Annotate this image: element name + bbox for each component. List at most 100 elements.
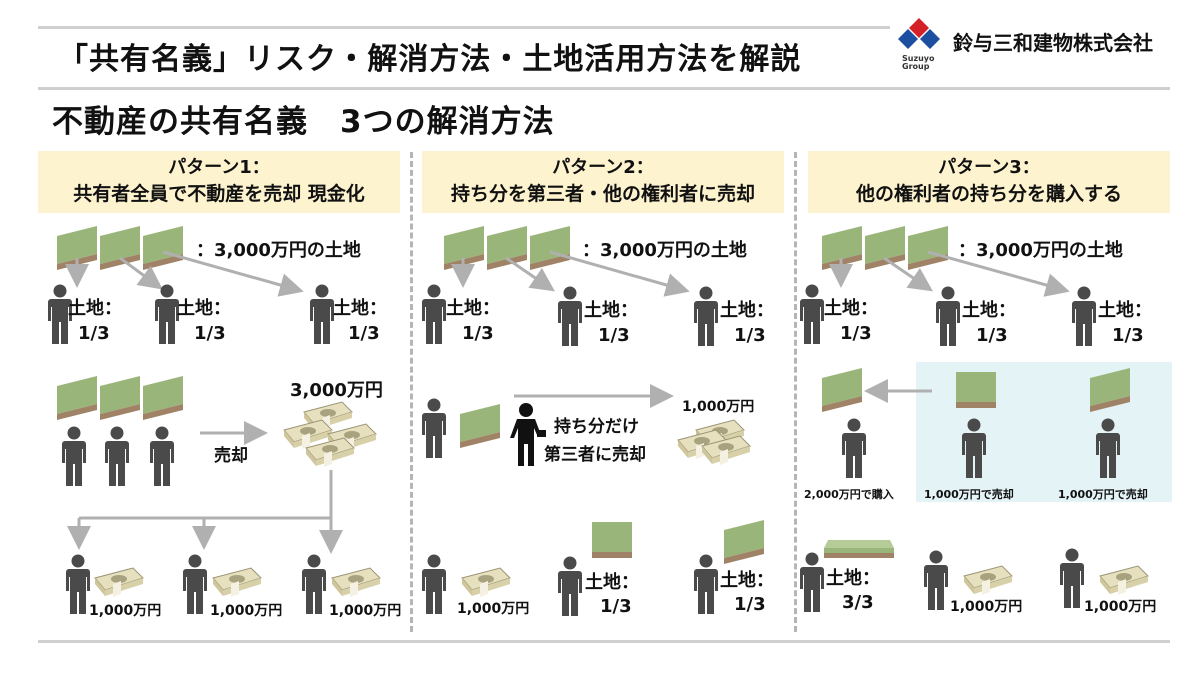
pattern2-title: パターン2： bbox=[552, 157, 654, 178]
p3-seller-c-amount: 1,000万円 bbox=[1084, 599, 1157, 615]
p3-owner-c-icon bbox=[1072, 286, 1096, 346]
p1-sale-price: 3,000万円 bbox=[290, 380, 383, 401]
divider-1-2 bbox=[410, 152, 413, 632]
p1-owner-c-icon bbox=[310, 284, 334, 344]
p1-share-c-value: 1/3 bbox=[348, 323, 380, 344]
p1-share-arrows bbox=[65, 250, 304, 297]
p3-purchase-arrow bbox=[864, 379, 932, 403]
p3-share-b-label: 土地： bbox=[962, 300, 1016, 321]
p1-heir-a-icon bbox=[66, 554, 90, 614]
p3-buyer-share-label: 土地： bbox=[826, 568, 880, 589]
p3-full-land-icon bbox=[824, 540, 894, 558]
p2-share-piece-icon bbox=[460, 404, 500, 448]
p2-other-share-label: 土地： bbox=[720, 570, 774, 591]
p1-heir-c-amount: 1,000万円 bbox=[329, 603, 402, 619]
p2-seller-amount: 1,000万円 bbox=[457, 601, 530, 617]
p3-owner-b-icon bbox=[936, 286, 960, 346]
p3-buyer-result-icon bbox=[800, 552, 824, 612]
p2-action-line2: 第三者に売却 bbox=[544, 445, 646, 465]
p3-share-arrows bbox=[829, 250, 1070, 297]
p2-share-arrows bbox=[451, 250, 690, 297]
p2-share-b-value: 1/3 bbox=[598, 325, 630, 346]
pattern2-header: パターン2： 持ち分を第三者・他の権利者に売却 bbox=[422, 151, 784, 213]
header-mid-rule bbox=[38, 87, 1170, 90]
p3-share-c-value: 1/3 bbox=[1112, 325, 1144, 346]
p2-owner-c-icon bbox=[694, 286, 718, 346]
p2-owner-a-icon bbox=[422, 284, 446, 344]
footer-rule bbox=[38, 640, 1170, 643]
p3-owner-a-icon bbox=[800, 284, 824, 344]
p2-other-piece-icon bbox=[724, 520, 764, 564]
p3-share-a-value: 1/3 bbox=[840, 323, 872, 344]
p2-share-a-label: 土地： bbox=[446, 298, 500, 319]
pattern1-desc: 共有者全員で不動産を売却 現金化 bbox=[73, 183, 365, 205]
p1-distribution-arrows bbox=[67, 470, 343, 554]
p2-share-b-label: 土地： bbox=[584, 300, 638, 321]
p2-cash-pile-icon bbox=[677, 419, 751, 466]
pattern3-header: パターン3： 他の権利者の持ち分を購入する bbox=[808, 151, 1170, 213]
company-logo-icon bbox=[898, 18, 940, 49]
p2-share-c-label: 土地： bbox=[720, 300, 774, 321]
pattern2-desc: 持ち分を第三者・他の権利者に売却 bbox=[450, 183, 755, 205]
p1-heir-a-amount: 1,000万円 bbox=[89, 603, 162, 619]
p2-other-result-icon bbox=[694, 554, 718, 614]
p2-buyer-result-icon bbox=[558, 556, 582, 616]
pattern3-title: パターン3： bbox=[938, 157, 1040, 178]
p2-share-a-value: 1/3 bbox=[462, 323, 494, 344]
p3-seller-c-cash-icon bbox=[1099, 565, 1149, 596]
p1-sale-action: 売却 bbox=[214, 446, 248, 466]
p3-share-a-label: 土地： bbox=[824, 298, 878, 319]
p2-third-party-icon bbox=[510, 403, 546, 466]
p3-seller-c-piece-icon bbox=[1090, 368, 1130, 412]
pattern1-title: パターン1： bbox=[168, 157, 270, 178]
p1-owner-b-icon bbox=[155, 284, 179, 344]
p1-heir-c-cash-icon bbox=[331, 567, 381, 598]
p1-heir-b-cash-icon bbox=[212, 567, 262, 598]
pattern1-header: パターン1： 共有者全員で不動産を売却 現金化 bbox=[38, 151, 400, 213]
p3-buyer-piece-icon bbox=[822, 368, 862, 412]
p3-seller-b-slab-icon bbox=[956, 372, 996, 408]
divider-2-3 bbox=[794, 152, 797, 632]
p1-share-c-label: 土地： bbox=[333, 298, 387, 319]
p3-seller-c-result-icon bbox=[1060, 548, 1084, 608]
group-line1: Suzuyo bbox=[902, 54, 935, 63]
p2-sale-arrow bbox=[514, 384, 674, 408]
p1-cash-pile-icon bbox=[283, 401, 377, 468]
pattern3-desc: 他の権利者の持ち分を購入する bbox=[855, 183, 1122, 205]
p2-buyer-share-label: 土地： bbox=[585, 572, 639, 593]
p2-sale-price: 1,000万円 bbox=[682, 399, 755, 415]
p1-land-label: ：3,000万円の土地 bbox=[196, 240, 361, 261]
p3-sell-b-label: 1,000万円で売却 bbox=[924, 488, 1014, 501]
p2-action-line1: 持ち分だけ bbox=[554, 417, 639, 437]
header-top-rule bbox=[38, 26, 890, 29]
p2-seller-icon bbox=[422, 398, 446, 458]
p3-land-label: ：3,000万円の土地 bbox=[958, 240, 1123, 261]
p1-share-a-value: 1/3 bbox=[78, 323, 110, 344]
p1-share-b-value: 1/3 bbox=[194, 323, 226, 344]
page-subtitle: 不動産の共有名義 3つの解消方法 bbox=[52, 104, 555, 140]
p1-share-b-label: 土地： bbox=[177, 298, 231, 319]
p2-owner-b-icon bbox=[558, 286, 582, 346]
p1-heir-a-cash-icon bbox=[94, 567, 144, 598]
p2-share-c-value: 1/3 bbox=[734, 325, 766, 346]
p2-seller-cash-icon bbox=[461, 567, 511, 598]
company-name: 鈴与三和建物株式会社 bbox=[953, 31, 1153, 55]
p1-heir-b-amount: 1,000万円 bbox=[210, 603, 283, 619]
p1-owner-group-icon bbox=[62, 426, 174, 486]
p2-seller-result-icon bbox=[422, 554, 446, 614]
p3-seller-b-result-icon bbox=[924, 550, 948, 610]
p3-seller-c-icon bbox=[1096, 418, 1120, 478]
p1-share-a-label: 土地： bbox=[68, 298, 122, 319]
p3-sell-c-label: 1,000万円で売却 bbox=[1058, 488, 1148, 501]
p1-heir-b-icon bbox=[183, 554, 207, 614]
group-line2: Group bbox=[902, 62, 930, 71]
p2-land-label: ：3,000万円の土地 bbox=[582, 240, 747, 261]
p1-land-sale-icon bbox=[57, 376, 183, 420]
p2-buyer-slab-icon bbox=[592, 522, 632, 558]
p3-buy-label: 2,000万円で購入 bbox=[804, 488, 894, 501]
p3-share-c-label: 土地： bbox=[1098, 300, 1152, 321]
p1-heir-c-icon bbox=[302, 554, 326, 614]
p1-sale-arrow bbox=[200, 421, 268, 445]
p3-seller-b-cash-icon bbox=[963, 565, 1013, 596]
